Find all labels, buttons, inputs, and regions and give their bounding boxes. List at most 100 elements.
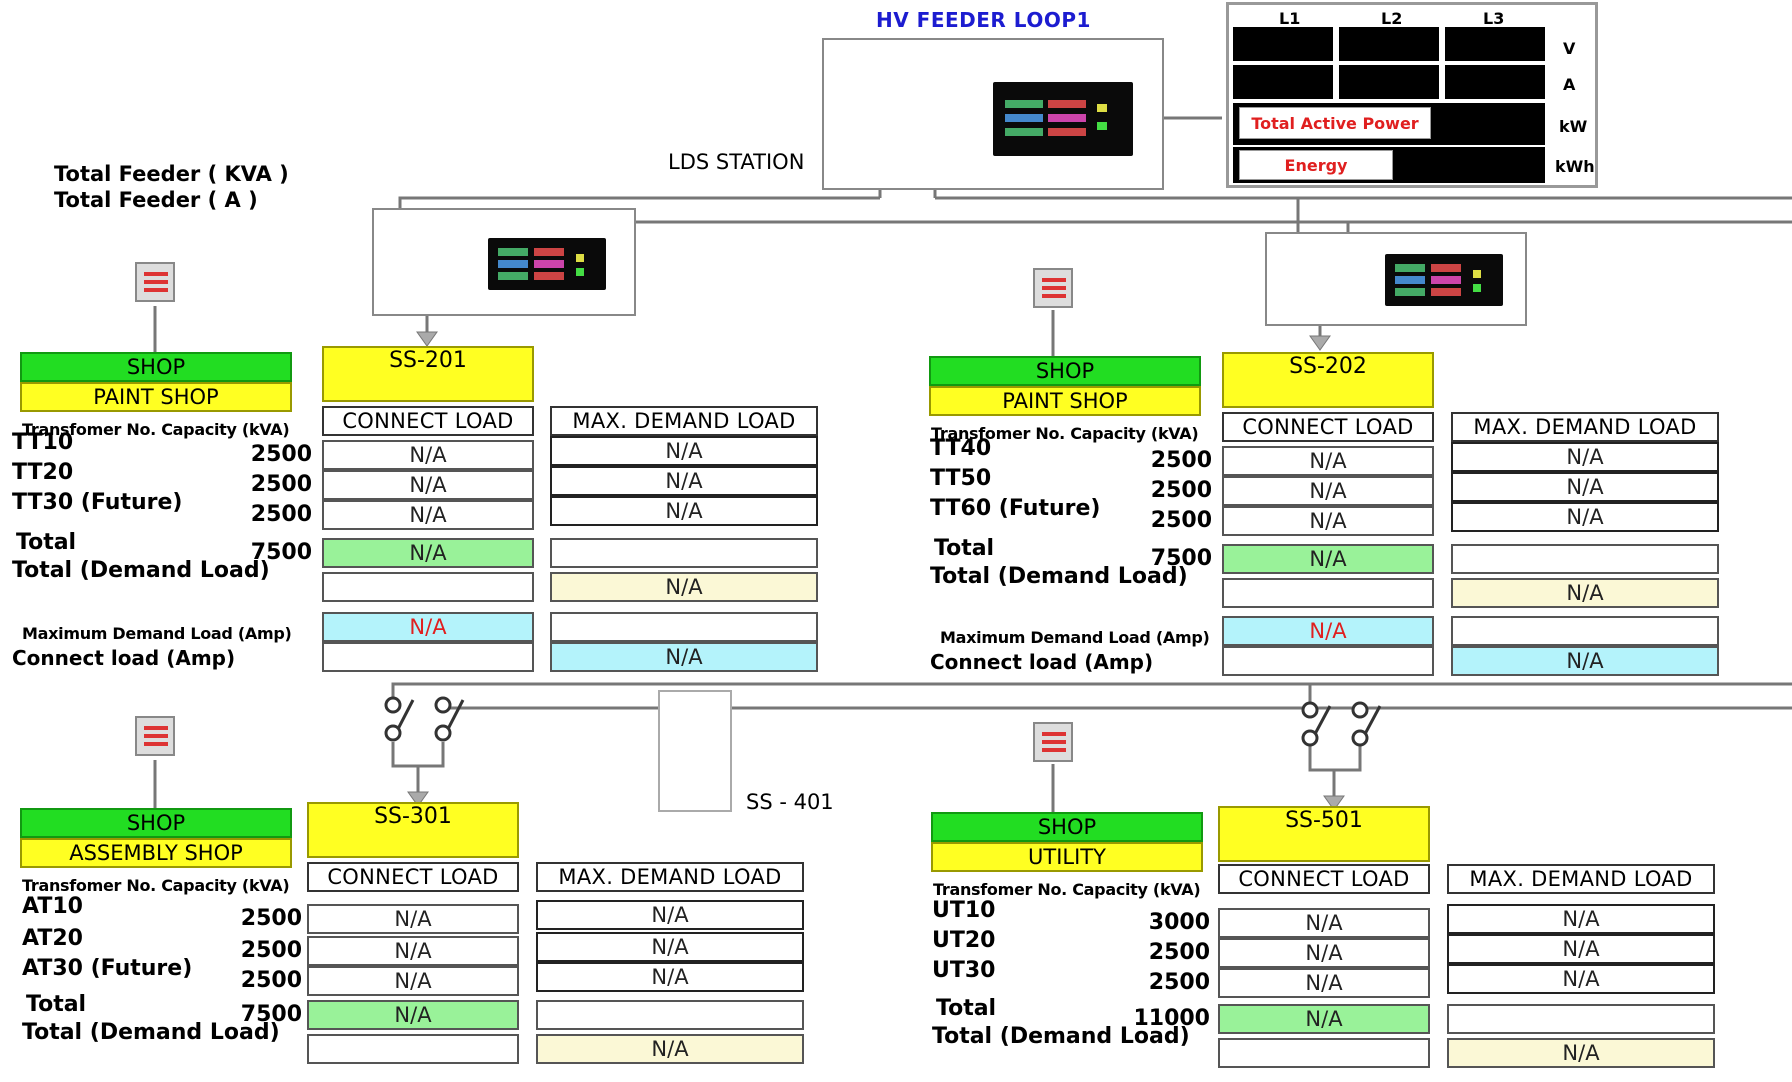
ss-301-transformer-id: AT10 <box>22 894 83 919</box>
ss-201-transformer-id: TT20 <box>12 460 74 485</box>
ss-501-total-demand-label: Total (Demand Load) <box>932 1024 1190 1049</box>
ss-501-total-kva: 11000 <box>1133 1006 1210 1031</box>
voltage-l2-readout <box>1339 27 1439 61</box>
lds-station-label: LDS STATION <box>668 150 805 174</box>
ss-501-connect-load-cell: N/A <box>1218 968 1430 998</box>
ss-301-total-connect-cell: N/A <box>307 1000 519 1030</box>
ss-202-connect-amp-cell <box>1222 646 1434 676</box>
ss-202-max-demand-amp-cell: N/A <box>1222 616 1434 646</box>
phase-l2-label: L2 <box>1381 9 1403 28</box>
ss-202-connect-amp-label: Connect load (Amp) <box>930 650 1154 674</box>
ss-202-connect-amp-md-cell: N/A <box>1451 646 1719 676</box>
ss-501-total-demand-connect-cell <box>1218 1038 1430 1068</box>
ss-201-connect-load-cell: N/A <box>322 470 534 500</box>
ss-202-shop-name: PAINT SHOP <box>929 386 1201 416</box>
ss-301-total-demand-connect-cell <box>307 1034 519 1064</box>
ss-301-connect-load-cell: N/A <box>307 936 519 966</box>
unit-kw-label: kW <box>1559 117 1588 136</box>
ss-201-total-label: Total <box>16 530 77 555</box>
ss-301-max-demand-cell: N/A <box>536 900 804 930</box>
ss-301-total-demand-label: Total (Demand Load) <box>22 1020 280 1045</box>
ss-201-max-demand-cell: N/A <box>550 466 818 496</box>
ss-202-name: SS-202 <box>1222 352 1434 408</box>
ss-301-transformer-kva: 2500 <box>240 968 302 993</box>
lds-meter-device[interactable] <box>993 82 1133 156</box>
ss-202-connect-load-cell: N/A <box>1222 446 1434 476</box>
ss-501-name: SS-501 <box>1218 806 1430 862</box>
ss-201-max-demand-amp-cell: N/A <box>322 612 534 642</box>
ss-501-total-connect-cell: N/A <box>1218 1004 1430 1034</box>
ss-202-max-demand-cell: N/A <box>1451 502 1719 532</box>
ss-501-max-demand-cell: N/A <box>1447 904 1715 934</box>
phase-l1-label: L1 <box>1279 9 1301 28</box>
ss-501-transformer-kva: 3000 <box>1148 910 1210 935</box>
page-title: HV FEEDER LOOP1 <box>876 8 1091 32</box>
ss-201-transformer-id: TT10 <box>12 430 74 455</box>
shop-meter-icon[interactable] <box>135 716 175 756</box>
ss-202-max-demand-cell: N/A <box>1451 472 1719 502</box>
ss-201-total-demand-connect-cell <box>322 572 534 602</box>
ss-501-max-demand-header: MAX. DEMAND LOAD <box>1447 864 1715 894</box>
unit-kwh-label: kWh <box>1555 157 1595 176</box>
unit-v-label: V <box>1563 39 1576 58</box>
ss-201-transformer-id: TT30 (Future) <box>12 490 183 515</box>
ss202-meter-device[interactable] <box>1385 254 1503 306</box>
ss-501-total-demand-cell: N/A <box>1447 1038 1715 1068</box>
shop-meter-icon[interactable] <box>135 262 175 302</box>
ss-501-connect-load-cell: N/A <box>1218 908 1430 938</box>
ss-501-capacity-label: Transfomer No. Capacity (kVA) <box>933 880 1201 899</box>
ss-201-max-demand-header: MAX. DEMAND LOAD <box>550 406 818 436</box>
ss-201-total-connect-cell: N/A <box>322 538 534 568</box>
total-feeder-kva-label: Total Feeder ( KVA ) <box>54 162 289 186</box>
ss-301-total-demand-cell: N/A <box>536 1034 804 1064</box>
ss-202-shop-label: SHOP <box>929 356 1201 386</box>
ss-201-max-demand-amp-label: Maximum Demand Load (Amp) <box>22 624 292 643</box>
ss-202-max-demand-cell: N/A <box>1451 442 1719 472</box>
ss-202-total-demand-label: Total (Demand Load) <box>930 564 1188 589</box>
current-l1-readout <box>1233 65 1333 99</box>
shop-meter-icon[interactable] <box>1033 268 1073 308</box>
ss-201-connect-load-header: CONNECT LOAD <box>322 406 534 436</box>
ss-202-transformer-kva: 2500 <box>1150 508 1212 533</box>
ss-202-capacity-label: Transfomer No. Capacity (kVA) <box>931 424 1199 443</box>
phase-l3-label: L3 <box>1483 9 1505 28</box>
ss-301-transformer-id: AT20 <box>22 926 83 951</box>
ss-301-max-demand-cell: N/A <box>536 962 804 992</box>
ss-202-transformer-id: TT40 <box>930 436 992 461</box>
current-l2-readout <box>1339 65 1439 99</box>
ss-201-transformer-kva: 2500 <box>250 502 312 527</box>
ss-201-connect-amp-md-cell: N/A <box>550 642 818 672</box>
ss-202-total-label: Total <box>934 536 995 561</box>
ss-201-capacity-label: Transfomer No. Capacity (kVA) <box>22 420 290 439</box>
unit-a-label: A <box>1563 75 1576 94</box>
ss-202-connect-load-cell: N/A <box>1222 476 1434 506</box>
ss-501-transformer-kva: 2500 <box>1148 940 1210 965</box>
ss-501-total-label: Total <box>936 996 997 1021</box>
ss-202-connect-load-header: CONNECT LOAD <box>1222 412 1434 442</box>
ss-202-total-connect-cell: N/A <box>1222 544 1434 574</box>
ss-301-shop-name: ASSEMBLY SHOP <box>20 838 292 868</box>
ss-202-total-max-demand-cell <box>1451 544 1719 574</box>
ss-501-transformer-id: UT10 <box>932 898 996 923</box>
ss-501-transformer-id: UT20 <box>932 928 996 953</box>
shop-meter-icon[interactable] <box>1033 722 1073 762</box>
ss-202-transformer-id: TT50 <box>930 466 992 491</box>
ss-202-transformer-kva: 2500 <box>1150 448 1212 473</box>
ss-301-transformer-id: AT30 (Future) <box>22 956 193 981</box>
ss-201-connect-load-cell: N/A <box>322 440 534 470</box>
ss-201-transformer-kva: 2500 <box>250 442 312 467</box>
ss-202-transformer-kva: 2500 <box>1150 478 1212 503</box>
ss-301-shop-label: SHOP <box>20 808 292 838</box>
ss201-meter-device[interactable] <box>488 238 606 290</box>
ss401-label: SS - 401 <box>746 790 834 814</box>
ss-301-total-kva: 7500 <box>240 1002 302 1027</box>
ss-202-total-demand-cell: N/A <box>1451 578 1719 608</box>
ss-301-transformer-kva: 2500 <box>240 938 302 963</box>
ss-202-total-kva: 7500 <box>1150 546 1212 571</box>
ss-201-max-demand-amp-md-cell <box>550 612 818 642</box>
ss-201-max-demand-cell: N/A <box>550 496 818 526</box>
ss-202-max-demand-amp-value: N/A <box>1309 619 1347 643</box>
ss-501-shop-name: UTILITY <box>931 842 1203 872</box>
ss-202-max-demand-header: MAX. DEMAND LOAD <box>1451 412 1719 442</box>
ss-201-connect-amp-cell <box>322 642 534 672</box>
